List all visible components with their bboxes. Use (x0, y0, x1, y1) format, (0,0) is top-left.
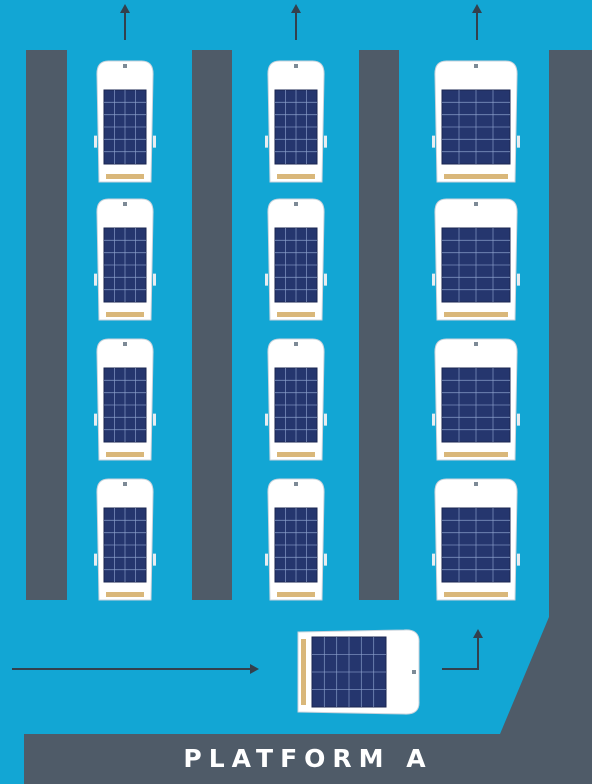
moored-boat-2-1 (265, 60, 327, 183)
moored-boat-1-4 (94, 478, 156, 601)
departure-arrow-3 (472, 4, 482, 40)
moored-boat-2-2 (265, 198, 327, 321)
moored-boat-1-3 (94, 338, 156, 461)
pier-left (26, 50, 67, 600)
moored-boat-1-2 (94, 198, 156, 321)
moored-boat-3-4 (432, 478, 520, 601)
pier-middle-right (359, 50, 399, 600)
moored-boat-3-2 (432, 198, 520, 321)
moored-boat-2-4 (265, 478, 327, 601)
docking-boat (297, 629, 420, 715)
departure-arrow-2 (291, 4, 301, 40)
moored-boat-3-1 (432, 60, 520, 183)
moored-boat-3-3 (432, 338, 520, 461)
platform-label: PLATFORM A (183, 743, 433, 773)
approach-arrow (12, 664, 259, 674)
moored-boat-2-3 (265, 338, 327, 461)
moored-boat-1-1 (94, 60, 156, 183)
exit-arrow (442, 629, 483, 670)
departure-arrow-1 (120, 4, 130, 40)
pier-middle-left (192, 50, 232, 600)
